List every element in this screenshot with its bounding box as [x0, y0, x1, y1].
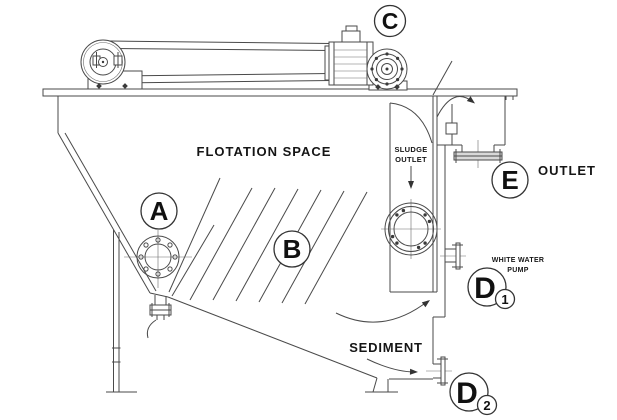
callout-d2: D 2 [449, 372, 498, 416]
callout-d1-subscript: 1 [501, 292, 508, 307]
motor-terminal-box [341, 30, 361, 43]
left-leg [106, 230, 137, 393]
callout-e: E [491, 161, 529, 199]
sludge-outlet-flange [381, 199, 441, 259]
callout-a-letter: A [150, 196, 169, 226]
outlet-flange [453, 140, 503, 168]
gearbox-face [366, 48, 408, 90]
sediment-flow-arrow [366, 358, 416, 373]
white-water-pump-label-line2: PUMP [507, 267, 528, 274]
apex-drain-valve [146, 295, 172, 339]
sediment-label: SEDIMENT [349, 340, 423, 355]
callout-c-letter: C [382, 8, 399, 34]
callout-d2-letter: D [456, 377, 478, 410]
tank-top-plate [42, 88, 518, 97]
tank-body [42, 88, 518, 393]
callout-c: C [373, 4, 407, 38]
callout-d2-subscript: 2 [483, 398, 490, 413]
motor-body [328, 41, 374, 86]
callout-b-letter: B [283, 234, 302, 264]
circulation-arrow [335, 300, 429, 323]
callout-d1-letter: D [474, 272, 496, 305]
sediment-connection [426, 356, 452, 386]
duct-guide-vane [389, 102, 433, 144]
right-leg [365, 377, 398, 393]
sludge-duct [381, 60, 453, 293]
lamella-hatching [171, 187, 368, 305]
chamber-flow-arrow [436, 96, 474, 118]
callout-d1: D 1 [467, 267, 516, 310]
outlet-label: OUTLET [538, 163, 596, 178]
tail-pulley [80, 39, 126, 85]
callout-a: A [140, 192, 178, 230]
scraper-conveyor [80, 39, 332, 90]
inlet-flange [124, 230, 192, 288]
outlet-chamber [432, 96, 506, 364]
weir-adjuster-block [445, 122, 458, 135]
flow-arrows [335, 300, 430, 375]
flotation-space-label: FLOTATION SPACE [197, 144, 332, 159]
sludge-outlet-label-line1: SLUDGE [394, 145, 427, 154]
white-water-connection [440, 242, 466, 270]
white-water-pump-label-line1: WHITE WATER [492, 257, 545, 264]
sludge-outlet-label-line2: OUTLET [395, 155, 427, 164]
callout-b: B [273, 230, 311, 268]
callout-e-letter: E [501, 165, 518, 195]
scraper-discharge-ramp [432, 60, 453, 96]
drive-motor [324, 25, 408, 91]
